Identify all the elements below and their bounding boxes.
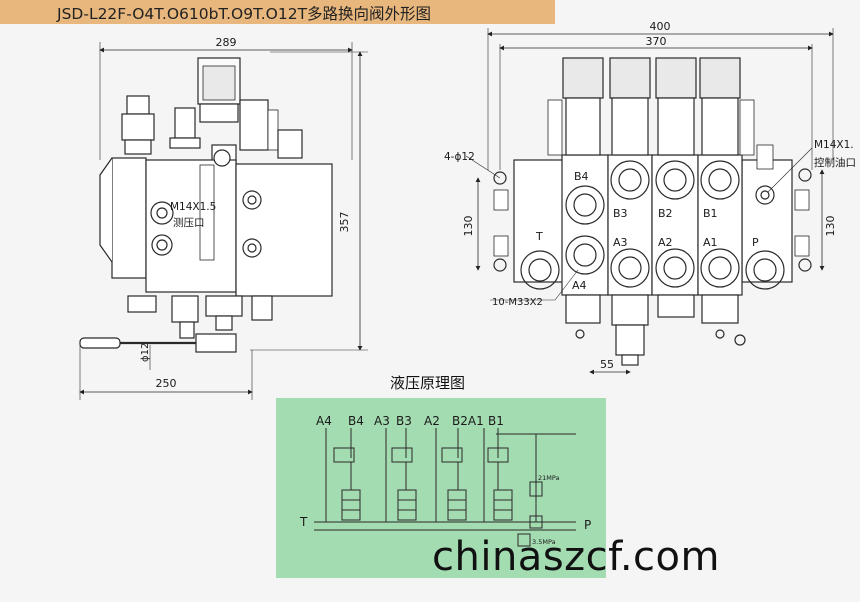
lever-diameter-label: ϕ12 [140,343,151,362]
schematic-label-a3: A3 [374,414,390,428]
schematic-label-a2: A2 [424,414,440,428]
control-port-label: 控制油口 [814,156,856,169]
schematic-title: 液压原理图 [390,374,466,392]
dim-130-left-label: 130 [462,216,475,237]
port-a1-label: A1 [703,236,718,249]
dim-250-label: 250 [156,377,177,390]
mount-holes-label: 4-ϕ12 [444,151,475,163]
port-b4-label: B4 [574,170,589,183]
side-view [79,42,368,400]
port-t-label: T [535,230,543,243]
port-p-label: P [752,236,759,249]
schematic-drawing: A4 B4 A3 B3 A2 B2A1 B1 T P 21MPa 3.5MPa [299,414,591,547]
schematic-label-b2a1: B2A1 [452,414,484,428]
port-b1-label: B1 [703,207,718,220]
pressure-port-label: 测压口 [173,216,205,229]
schematic-label-b3: B3 [396,414,412,428]
port-b2-label: B2 [658,207,673,220]
dim-130-right-label: 130 [824,216,837,237]
schematic-label-b4: B4 [348,414,364,428]
watermark-text: chinaszcf.com [432,534,720,580]
control-port-thread-label: M14X1. [814,139,854,151]
schematic-section-2 [385,428,417,522]
schematic-section-4 [483,428,513,522]
schematic-label-p: P [584,518,591,532]
schematic-label-b1: B1 [488,414,504,428]
port-a4-label: A4 [572,279,587,292]
relief-3-5mpa-label: 3.5MPa [532,538,556,546]
schematic-label-t: T [299,515,308,529]
figure-title: JSD-L22F-O4T.O610bT.O9T.O12T多路换向阀外形图 [57,5,432,23]
front-view [465,28,834,375]
schematic-section-1 [325,428,361,522]
dim-370-label: 370 [646,35,667,48]
port-b3-label: B3 [613,207,628,220]
pressure-port-thread-label: M14X1.5 [170,201,216,213]
relief-21mpa-label: 21MPa [538,474,560,482]
port-thread-label: 10-M33X2 [492,297,543,308]
dim-357-label: 357 [338,212,351,233]
port-a3-label: A3 [613,236,628,249]
schematic-section-3 [435,428,467,522]
dim-400-label: 400 [650,20,671,33]
dim-289-label: 289 [216,36,237,49]
title-band: JSD-L22F-O4T.O610bT.O9T.O12T多路换向阀外形图 [0,0,555,24]
hydraulic-schematic: A4 B4 A3 B3 A2 B2A1 B1 T P 21MPa 3.5MPa [276,398,606,578]
dim-55-label: 55 [600,358,614,371]
port-a2-label: A2 [658,236,673,249]
schematic-label-a4: A4 [316,414,332,428]
